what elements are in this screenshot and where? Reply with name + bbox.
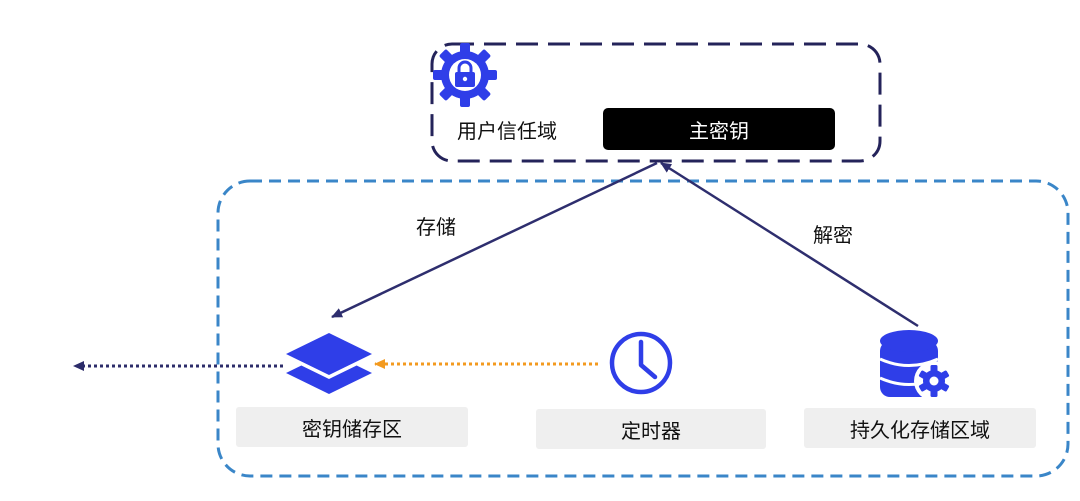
store-arrow (331, 161, 658, 319)
inner-domain-boundary (216, 179, 1070, 478)
layers-icon (286, 333, 372, 394)
key-store-label: 密钥储存区 (236, 407, 468, 447)
lock-gear-icon (433, 43, 497, 107)
database-gear-icon (879, 330, 954, 401)
decrypt-arrow (660, 161, 919, 328)
store-edge-label: 存储 (416, 215, 456, 239)
user-trust-domain-label: 用户信任域 (457, 119, 557, 143)
timer-label: 定时器 (536, 409, 766, 449)
master-key-box: 主密钥 (603, 108, 835, 150)
clock-icon (609, 331, 673, 395)
user-trust-domain-boundary (430, 42, 882, 163)
persistent-storage-label: 持久化存储区域 (804, 408, 1036, 448)
decrypt-edge-label: 解密 (813, 223, 853, 247)
